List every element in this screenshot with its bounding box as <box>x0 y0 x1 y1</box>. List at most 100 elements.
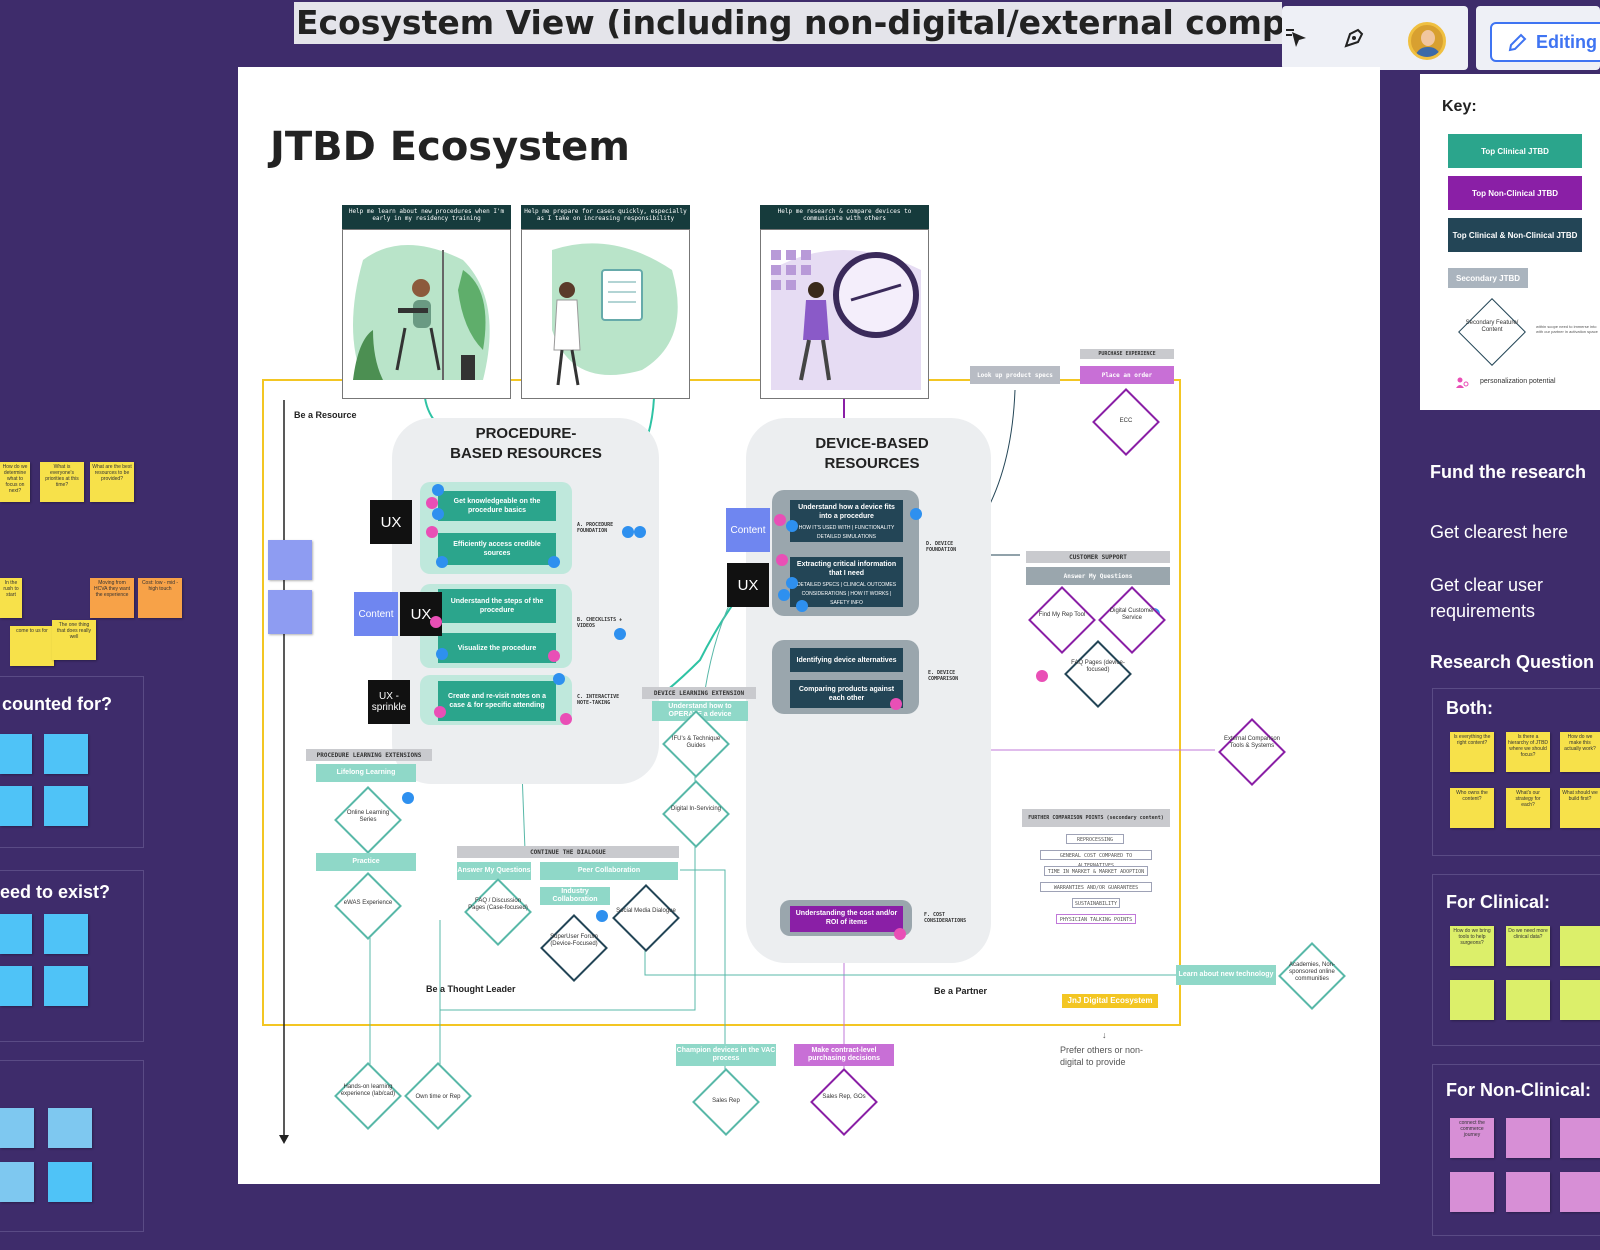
procedure-steps-box[interactable]: Understand the steps of the procedure <box>438 589 556 623</box>
learn-tech-box[interactable]: Learn about new technology <box>1176 965 1276 985</box>
pink-dot[interactable] <box>434 706 446 718</box>
case-notes-box[interactable]: Create and re-visit notes on a case & fo… <box>438 681 556 721</box>
blue-dot[interactable] <box>436 648 448 660</box>
sticky-note[interactable]: What are the best resources to be provid… <box>90 462 134 502</box>
place-order-box[interactable]: Place an order <box>1080 366 1174 384</box>
content-tag-2[interactable]: Content <box>726 508 770 552</box>
sticky-note[interactable] <box>1560 980 1600 1020</box>
device-alternatives-box[interactable]: Identifying device alternatives <box>790 648 903 672</box>
sticky-note[interactable] <box>44 966 88 1006</box>
select-tool-icon[interactable] <box>1282 22 1314 54</box>
pink-dot[interactable] <box>776 554 788 566</box>
blue-dot[interactable] <box>553 673 565 685</box>
answer-my-questions-box[interactable]: Answer My Questions <box>1026 567 1170 585</box>
sticky-note[interactable]: come to us for <box>10 626 54 666</box>
champion-devices-box[interactable]: Champion devices in the VAC process <box>676 1044 776 1066</box>
blue-dot[interactable] <box>786 520 798 532</box>
pink-dot[interactable] <box>560 713 572 725</box>
sticky-note[interactable] <box>0 914 32 954</box>
blue-dot[interactable] <box>778 589 790 601</box>
sticky-note[interactable] <box>44 786 88 826</box>
cost-roi-box[interactable]: Understanding the cost and/or ROI of ite… <box>790 906 903 932</box>
sticky-note[interactable]: The one thing that does really well <box>52 620 96 660</box>
blue-dot[interactable] <box>436 556 448 568</box>
blue-dot[interactable] <box>548 556 560 568</box>
blue-dot[interactable] <box>596 910 608 922</box>
sticky-note[interactable]: Do we need more clinical data? <box>1506 926 1550 966</box>
procedure-basics-box[interactable]: Get knowledgeable on the procedure basic… <box>438 491 556 521</box>
pink-dot[interactable] <box>548 650 560 662</box>
ux-sprinkle-tag[interactable]: UX - sprinkle <box>368 680 410 724</box>
pink-dot[interactable] <box>894 928 906 940</box>
sticky-note[interactable] <box>0 1162 34 1202</box>
credible-sources-box[interactable]: Efficiently access credible sources <box>438 533 556 565</box>
sticky-note[interactable]: connect the commerce journey <box>1450 1118 1494 1158</box>
sticky-note[interactable] <box>48 1162 92 1202</box>
practice-box[interactable]: Practice <box>316 853 416 871</box>
industry-collab-box[interactable]: Industry Collaboration <box>540 887 610 905</box>
sticky-note[interactable]: How do we determine what to focus on nex… <box>0 462 30 502</box>
content-tag-1[interactable]: Content <box>354 592 398 636</box>
sticky-note[interactable] <box>1450 1172 1494 1212</box>
sticky-note[interactable] <box>48 1108 92 1148</box>
pink-dot[interactable] <box>430 616 442 628</box>
sticky-note[interactable] <box>44 734 88 774</box>
sticky-note[interactable] <box>0 1108 34 1148</box>
sticky-note[interactable] <box>1560 1172 1600 1212</box>
sticky-note[interactable] <box>1506 1172 1550 1212</box>
board-title[interactable]: Ecosystem View (including non-digital/ex… <box>294 2 1282 44</box>
sticky-note[interactable] <box>44 914 88 954</box>
peer-collab-box[interactable]: Peer Collaboration <box>540 862 678 880</box>
lifelong-learning-box[interactable]: Lifelong Learning <box>316 764 416 782</box>
sticky-note[interactable] <box>0 966 32 1006</box>
sticky-note[interactable]: In the rush to start <box>0 578 22 618</box>
sticky-note[interactable]: Cost: low - mid - high touch <box>138 578 182 618</box>
blue-dot[interactable] <box>634 526 646 538</box>
blue-dot[interactable] <box>622 526 634 538</box>
editing-button[interactable]: Editing <box>1490 22 1600 62</box>
sticky-note[interactable] <box>1560 926 1600 966</box>
answer-questions-box[interactable]: Answer My Questions <box>457 862 531 880</box>
pen-tool-icon[interactable] <box>1338 22 1370 54</box>
ux-tag-3[interactable]: UX <box>727 563 769 607</box>
sticky-note[interactable]: Is there a hierarchy of JTBD where we sh… <box>1506 732 1550 772</box>
compare-products-box[interactable]: Comparing products against each other <box>790 680 903 708</box>
sticky-note[interactable]: How do we make this actually work? <box>1560 732 1600 772</box>
blue-dot[interactable] <box>786 577 798 589</box>
blue-dot[interactable] <box>614 628 626 640</box>
critical-info-box[interactable]: Extracting critical information that I n… <box>790 557 903 607</box>
sticky-note[interactable] <box>0 786 32 826</box>
sticky-note[interactable] <box>268 540 312 580</box>
user-avatar[interactable] <box>1408 22 1446 60</box>
sticky-note[interactable] <box>1506 980 1550 1020</box>
sticky-note[interactable]: Is everything the right content? <box>1450 732 1494 772</box>
blue-dot[interactable] <box>432 508 444 520</box>
device-fits-box[interactable]: Understand how a device fits into a proc… <box>790 500 903 542</box>
blue-dot[interactable] <box>910 508 922 520</box>
pink-dot[interactable] <box>426 526 438 538</box>
sticky-note[interactable]: Who owns the content? <box>1450 788 1494 828</box>
sticky-note[interactable] <box>268 590 312 634</box>
visualize-procedure-box[interactable]: Visualize the procedure <box>438 633 556 663</box>
sticky-note[interactable]: How do we bring tools to help surgeons? <box>1450 926 1494 966</box>
sticky-note[interactable]: What's our strategy for each? <box>1506 788 1550 828</box>
contract-purchasing-box[interactable]: Make contract-level purchasing decisions <box>794 1044 894 1066</box>
lookup-specs-box[interactable]: Look up product specs <box>970 366 1060 384</box>
continue-dialogue-header: CONTINUE THE DIALOGUE <box>457 846 679 858</box>
pink-dot[interactable] <box>1036 670 1048 682</box>
pink-dot[interactable] <box>774 514 786 526</box>
sticky-note[interactable] <box>0 734 32 774</box>
sticky-note[interactable] <box>1450 980 1494 1020</box>
blue-dot[interactable] <box>402 792 414 804</box>
blue-dot[interactable] <box>796 600 808 612</box>
sticky-note[interactable]: Moving from HCVA they want the experienc… <box>90 578 134 618</box>
sticky-note[interactable] <box>1560 1118 1600 1158</box>
pink-dot[interactable] <box>890 698 902 710</box>
sticky-note[interactable]: What should we build first? <box>1560 788 1600 828</box>
sticky-note[interactable] <box>1506 1118 1550 1158</box>
ux-tag-1[interactable]: UX <box>370 500 412 544</box>
pink-dot[interactable] <box>426 497 438 509</box>
blue-dot[interactable] <box>432 484 444 496</box>
sticky-note[interactable]: What is everyone's priorities at this ti… <box>40 462 84 502</box>
ux-tag-2[interactable]: UX <box>400 592 442 636</box>
